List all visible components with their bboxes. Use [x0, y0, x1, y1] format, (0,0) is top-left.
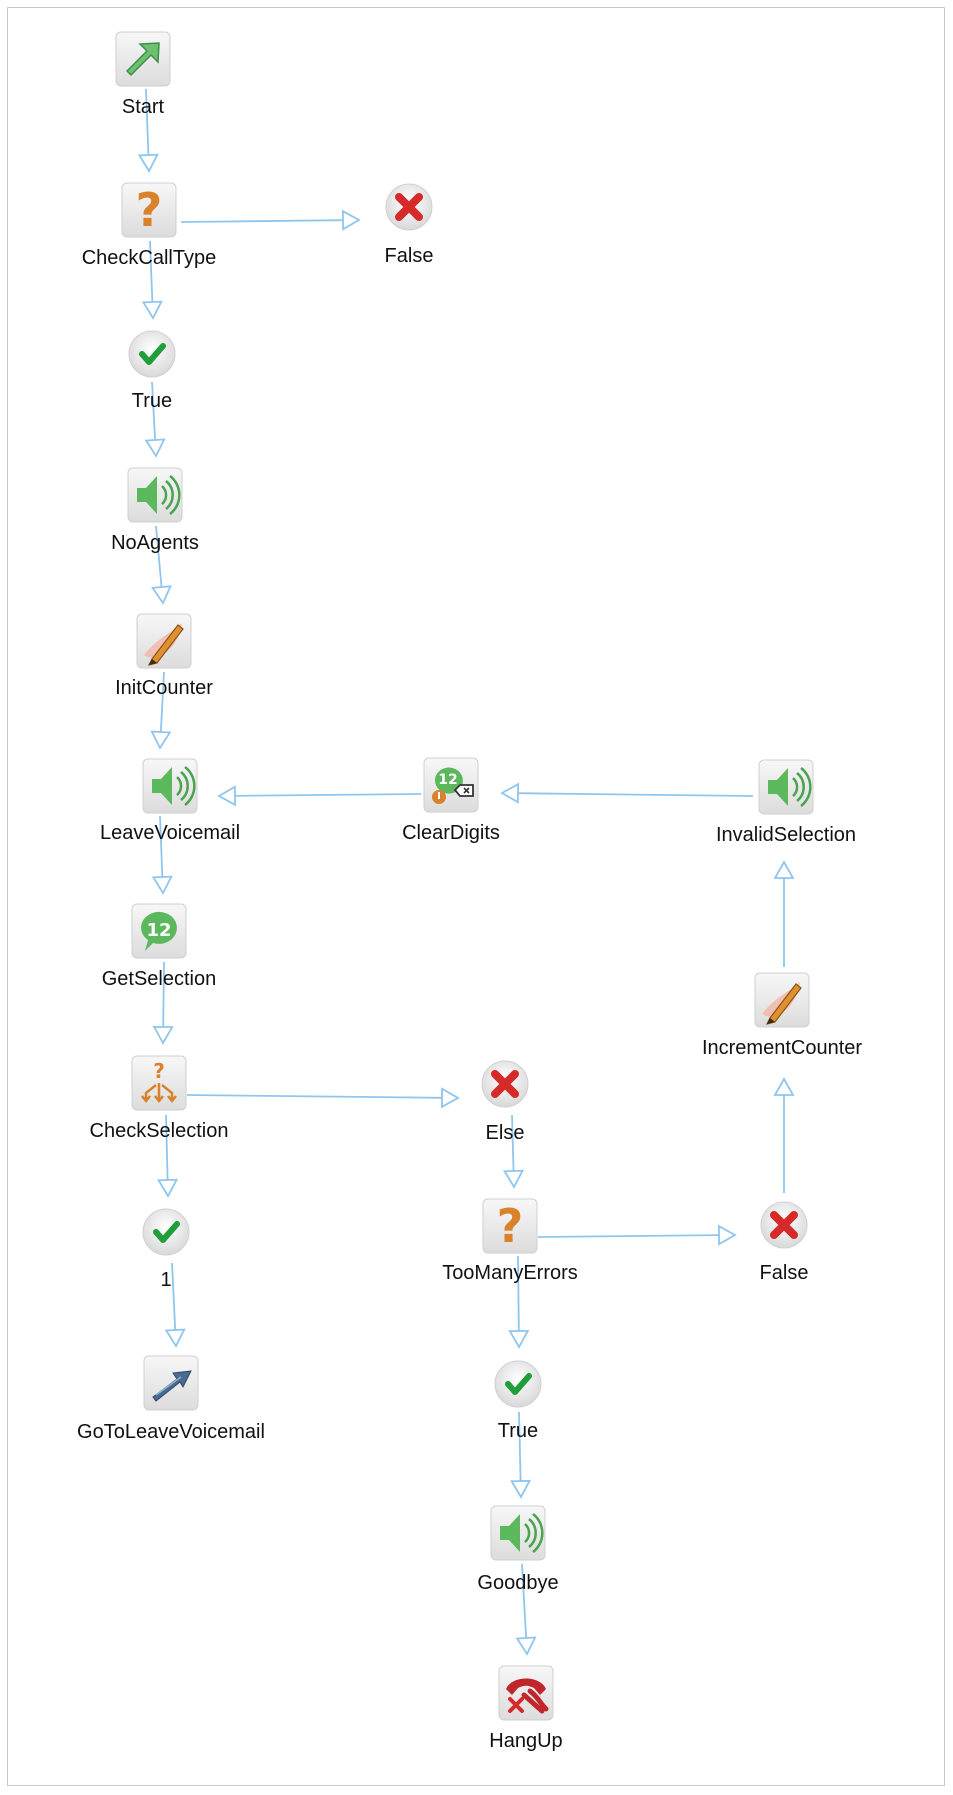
red-x-icon	[481, 1060, 529, 1108]
connector-initcounter-to-leavevoicemail	[150, 671, 172, 750]
digits-bubble-icon: 12	[131, 903, 187, 959]
green-check-icon	[142, 1208, 190, 1256]
node-label: Goodbye	[477, 1572, 558, 1594]
node-one[interactable]: 1	[142, 1208, 190, 1291]
connector-toomanyerrors-to-true2	[508, 1255, 530, 1349]
goto-arrow-icon	[143, 1355, 199, 1411]
node-label: False	[760, 1262, 809, 1284]
connector-checkcalltype-to-false1	[180, 209, 361, 231]
connector-one-to-gotoleavevoicemail	[164, 1262, 186, 1348]
node-true1[interactable]: True	[128, 330, 176, 412]
node-label: InitCounter	[115, 677, 213, 699]
red-x-icon	[385, 183, 433, 231]
connectors	[137, 88, 795, 1656]
clear-digits-icon: 12	[423, 757, 479, 813]
question-icon: ?	[121, 182, 177, 238]
node-label: TooManyErrors	[442, 1262, 578, 1284]
node-goodbye[interactable]: Goodbye	[477, 1505, 559, 1594]
node-label: CheckCallType	[82, 247, 217, 269]
connector-toomanyerrors-to-false2	[537, 1224, 737, 1246]
connector-true1-to-noagents	[144, 381, 166, 458]
node-leavevoicemail[interactable]: LeaveVoicemail	[100, 758, 240, 844]
node-label: GoToLeaveVoicemail	[77, 1421, 265, 1443]
branch-question-icon: ?	[131, 1055, 187, 1111]
connector-checkselection-to-else	[186, 1087, 460, 1109]
node-label: False	[385, 245, 434, 267]
question-icon: ?	[482, 1198, 538, 1254]
node-true2[interactable]: True	[494, 1360, 542, 1442]
speaker-icon	[758, 759, 814, 815]
pencil-icon	[754, 972, 810, 1028]
svg-text:?: ?	[153, 1059, 165, 1083]
node-toomanyerrors[interactable]: ? TooManyErrors	[442, 1198, 578, 1284]
node-checkselection[interactable]: ? CheckSelection	[90, 1055, 229, 1142]
red-x-icon	[760, 1201, 808, 1249]
node-label: GetSelection	[102, 968, 217, 990]
connector-false2-to-incrementcounter	[773, 1077, 795, 1193]
node-label: True	[132, 390, 172, 412]
connector-checkcalltype-to-true1	[141, 240, 163, 320]
svg-text:?: ?	[497, 1199, 524, 1253]
node-initcounter[interactable]: InitCounter	[115, 613, 213, 699]
connector-invalidselection-to-cleardigits	[500, 782, 754, 804]
node-start[interactable]: Start	[115, 31, 171, 118]
node-false2[interactable]: False	[760, 1201, 809, 1284]
connector-true2-to-goodbye	[510, 1411, 532, 1499]
flow-canvas	[7, 7, 945, 1786]
node-label: LeaveVoicemail	[100, 822, 240, 844]
node-label: Start	[122, 96, 165, 118]
connector-getselection-to-checkselection	[152, 961, 174, 1045]
speaker-icon	[142, 758, 198, 814]
speaker-icon	[127, 467, 183, 523]
node-hangup[interactable]: HangUp	[489, 1665, 563, 1752]
hangup-icon	[498, 1665, 554, 1721]
connector-goodbye-to-hangup	[515, 1563, 537, 1656]
node-label: IncrementCounter	[702, 1037, 862, 1059]
node-label: True	[498, 1420, 538, 1442]
node-noagents[interactable]: NoAgents	[111, 467, 199, 554]
node-label: HangUp	[489, 1730, 562, 1752]
node-incrementcounter[interactable]: IncrementCounter	[702, 972, 862, 1059]
node-label: NoAgents	[111, 532, 199, 554]
green-check-icon	[494, 1360, 542, 1408]
connector-incrementcounter-to-invalidselection	[773, 860, 795, 967]
pencil-icon	[136, 613, 192, 669]
connector-cleardigits-to-leavevoicemail	[217, 785, 422, 807]
node-label: Else	[486, 1122, 525, 1144]
node-label: InvalidSelection	[716, 824, 856, 846]
node-label: 1	[160, 1269, 171, 1291]
node-gotoleavevoicemail[interactable]: GoToLeaveVoicemail	[77, 1355, 265, 1443]
node-else[interactable]: Else	[481, 1060, 529, 1144]
svg-text:12: 12	[438, 772, 457, 788]
connector-leavevoicemail-to-getselection	[151, 815, 173, 895]
svg-text:?: ?	[136, 183, 163, 237]
connector-start-to-checkcalltype	[137, 88, 159, 173]
green-check-icon	[128, 330, 176, 378]
node-false1[interactable]: False	[385, 183, 434, 267]
node-label: ClearDigits	[402, 822, 500, 844]
connector-checkselection-to-one	[157, 1114, 179, 1198]
node-label: CheckSelection	[90, 1120, 229, 1142]
speaker-icon	[490, 1505, 546, 1561]
node-checkcalltype[interactable]: ? CheckCallType	[82, 182, 217, 269]
svg-text:12: 12	[146, 920, 171, 941]
connector-noagents-to-initcounter	[150, 525, 172, 605]
start-arrow-icon	[115, 31, 171, 87]
node-invalidselection[interactable]: InvalidSelection	[716, 759, 856, 846]
connector-else-to-toomanyerrors	[502, 1114, 525, 1189]
